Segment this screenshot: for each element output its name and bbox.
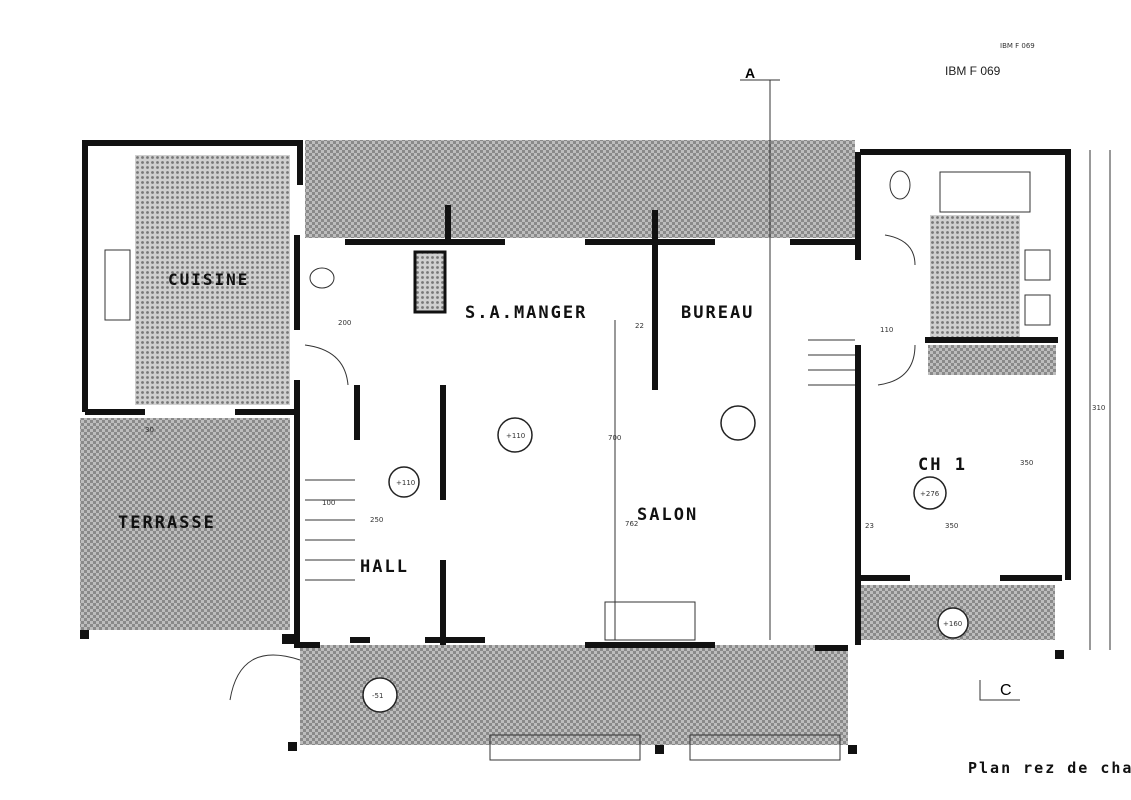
svg-text:23: 23 [865, 522, 874, 530]
svg-text:762: 762 [625, 520, 638, 528]
closet-floor [928, 345, 1056, 375]
chimney [413, 250, 447, 314]
svg-text:30: 30 [145, 426, 154, 434]
svg-text:350: 350 [1020, 459, 1033, 467]
ref-label: IBM F 069 [945, 64, 1001, 78]
ref-small: IBM F 069 [1000, 42, 1035, 50]
terrace-floor [80, 418, 290, 630]
corner-posts [80, 630, 1064, 754]
room-label-bureau: BUREAU [681, 303, 754, 323]
level-markers [362, 405, 969, 713]
svg-text:-51: -51 [372, 692, 383, 700]
room-label-salon: SALON [637, 505, 698, 525]
plan-title: Plan rez de chaussi [968, 759, 1131, 777]
room-label-ch1: CH 1 [918, 455, 967, 475]
svg-text:22: 22 [635, 322, 644, 330]
room-label-salle-a-manger: S.A.MANGER [465, 303, 587, 323]
svg-text:+110: +110 [506, 432, 525, 440]
section-a-label: A [745, 65, 755, 81]
svg-text:350: 350 [945, 522, 958, 530]
north-terrace-floor [305, 140, 855, 238]
svg-text:+276: +276 [920, 490, 940, 498]
svg-text:+160: +160 [943, 620, 962, 628]
svg-text:250: 250 [370, 516, 383, 524]
room-label-hall: HALL [360, 557, 409, 577]
svg-text:110: 110 [880, 326, 893, 334]
bathroom-floor [930, 215, 1020, 340]
section-c-label: C [1000, 682, 1012, 699]
dimension-labels: 200 250 350 700 762 310 350 100 30 23 22… [145, 319, 1105, 700]
walls [82, 140, 1071, 651]
svg-text:+110: +110 [396, 479, 415, 487]
room-label-cuisine: CUISINE [168, 270, 249, 289]
svg-text:100: 100 [322, 499, 335, 507]
svg-text:310: 310 [1092, 404, 1105, 412]
svg-text:700: 700 [608, 434, 621, 442]
thin-lines [104, 79, 1111, 761]
svg-text:200: 200 [338, 319, 351, 327]
kitchen-floor [135, 155, 290, 405]
room-label-terrasse: TERRASSE [118, 513, 216, 533]
